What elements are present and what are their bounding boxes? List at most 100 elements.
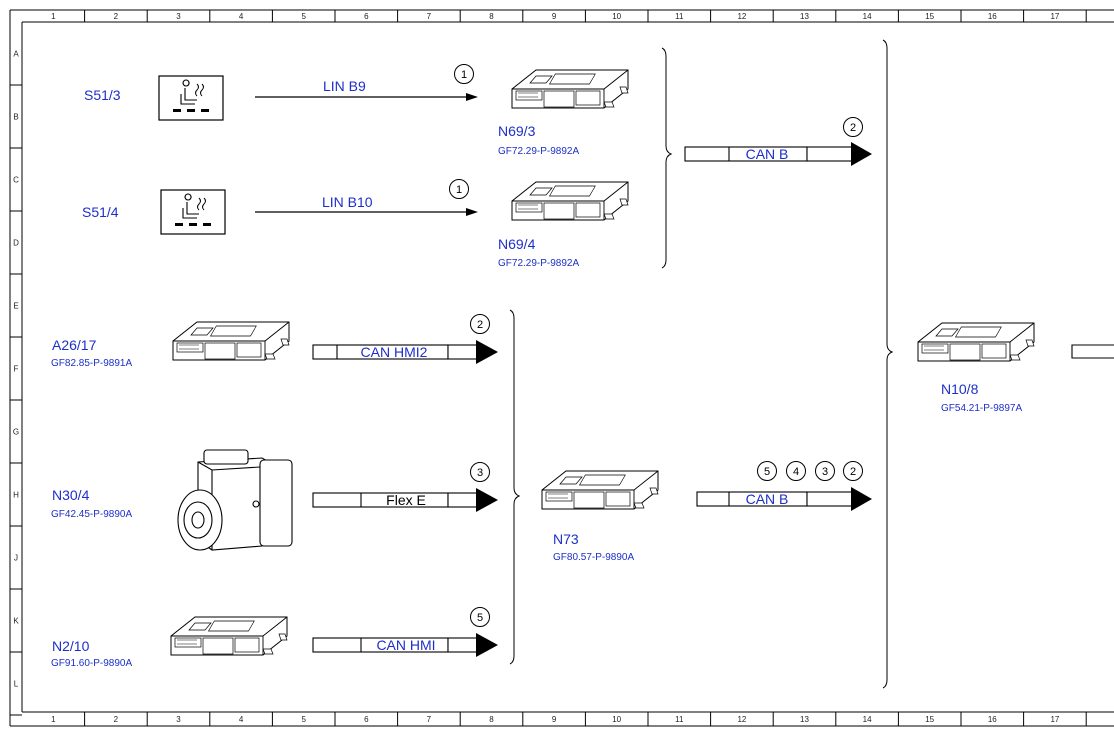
column-number: 8: [489, 12, 494, 21]
marker-number: 4: [793, 466, 799, 478]
column-number: 12: [737, 715, 746, 724]
arrowhead-icon: [476, 340, 498, 364]
column-number: 17: [1050, 715, 1059, 724]
row-letter: G: [13, 428, 19, 437]
label-s51-3: S51/3: [84, 87, 121, 103]
control-unit-icon: [511, 69, 629, 109]
control-unit-icon: [917, 322, 1035, 362]
marker-circle: [843, 117, 863, 137]
row-letter: K: [13, 617, 19, 626]
control-unit-icon: [511, 181, 629, 221]
label-n10-8: N10/8: [941, 381, 979, 397]
group-brace: [882, 39, 894, 689]
arrowhead-icon: [466, 208, 478, 216]
column-number: 14: [863, 715, 872, 724]
column-number: 16: [988, 12, 997, 21]
row-letter: B: [13, 113, 18, 122]
bus-label-can-hmi: CAN HMI: [376, 637, 435, 653]
marker-circle: [470, 314, 490, 334]
bus-label-can-hmi2: CAN HMI2: [361, 344, 428, 360]
flex-e-bus: [312, 492, 449, 508]
column-number: 4: [239, 12, 244, 21]
row-letter: A: [13, 50, 19, 59]
column-number: 2: [114, 12, 119, 21]
label-n30-4: N30/4: [52, 487, 90, 503]
label-n69-3: N69/3: [498, 123, 536, 139]
ref-n69-4: GF72.29-P-9892A: [498, 258, 579, 269]
seat-heater-switch-icon: [158, 75, 224, 121]
column-number: 11: [675, 12, 684, 21]
marker-circle: [786, 461, 806, 481]
marker-number: 2: [850, 122, 856, 134]
column-number: 6: [364, 715, 369, 724]
marker-circle: [470, 462, 490, 482]
marker-circle: [449, 179, 469, 199]
marker-group: 5 4 3 2: [757, 461, 863, 481]
marker-number: 2: [477, 319, 483, 331]
column-number: 1: [51, 715, 56, 724]
marker-number: 3: [477, 467, 483, 479]
column-number: 16: [988, 715, 997, 724]
column-number: 12: [737, 12, 746, 21]
column-number: 15: [925, 715, 934, 724]
column-number: 5: [301, 12, 306, 21]
group-brace: [661, 47, 673, 269]
column-number: 11: [675, 715, 684, 724]
label-n69-4: N69/4: [498, 236, 536, 252]
bus-segment: [447, 637, 479, 653]
column-number: 10: [612, 715, 621, 724]
label-n73: N73: [553, 531, 579, 547]
column-number: 7: [427, 12, 432, 21]
column-number: 14: [863, 12, 872, 21]
column-number: 8: [489, 715, 494, 724]
marker-number: 1: [461, 69, 467, 81]
column-number: 13: [800, 12, 809, 21]
ref-n10-8: GF54.21-P-9897A: [941, 403, 1022, 414]
drawing-frame: [9, 9, 1114, 727]
row-letter: H: [13, 491, 19, 500]
ref-n2-10: GF91.60-P-9890A: [51, 658, 132, 669]
label-s51-4: S51/4: [82, 204, 119, 220]
seat-heater-switch-icon: [160, 189, 226, 235]
column-number: 13: [800, 715, 809, 724]
column-number: 15: [925, 12, 934, 21]
row-letter: E: [13, 302, 18, 311]
marker-number: 1: [456, 184, 462, 196]
ref-n30-4: GF42.45-P-9890A: [51, 509, 132, 520]
row-letter: C: [13, 176, 19, 185]
arrowhead-icon: [851, 487, 872, 511]
column-number: 2: [114, 715, 119, 724]
column-number: 6: [364, 12, 369, 21]
bus-label-lin-b10: LIN B10: [322, 194, 373, 210]
marker-circle: [470, 607, 490, 627]
marker-number: 5: [477, 612, 483, 624]
row-letter: J: [14, 554, 18, 563]
camera-module-icon: [177, 449, 293, 551]
column-ruler: 1122334455667788991010111112121313141415…: [51, 10, 1087, 726]
control-unit-icon: [170, 616, 288, 656]
row-letter: D: [13, 239, 19, 248]
bus-label-can-b-mid: CAN B: [746, 491, 789, 507]
bus-segment: [806, 146, 854, 162]
control-unit-icon: [172, 321, 290, 361]
marker-number: 5: [764, 466, 770, 478]
column-number: 4: [239, 715, 244, 724]
ref-a26-17: GF82.85-P-9891A: [51, 358, 132, 369]
marker-circle: [757, 461, 777, 481]
control-unit-icon: [541, 470, 659, 510]
bus-label-flex-e: Flex E: [386, 492, 426, 508]
column-number: 3: [176, 12, 181, 21]
label-n2-10: N2/10: [52, 638, 90, 654]
column-number: 7: [427, 715, 432, 724]
arrowhead-icon: [476, 488, 498, 512]
outgoing-bus-stub: [1071, 344, 1114, 359]
column-number: 10: [612, 12, 621, 21]
ref-n73: GF80.57-P-9890A: [553, 552, 634, 563]
group-brace: [509, 309, 521, 665]
column-number: 9: [552, 715, 557, 724]
marker-circle: [454, 64, 474, 84]
bus-segment: [447, 492, 479, 508]
marker-circle: [815, 461, 835, 481]
column-number: 1: [51, 12, 56, 21]
